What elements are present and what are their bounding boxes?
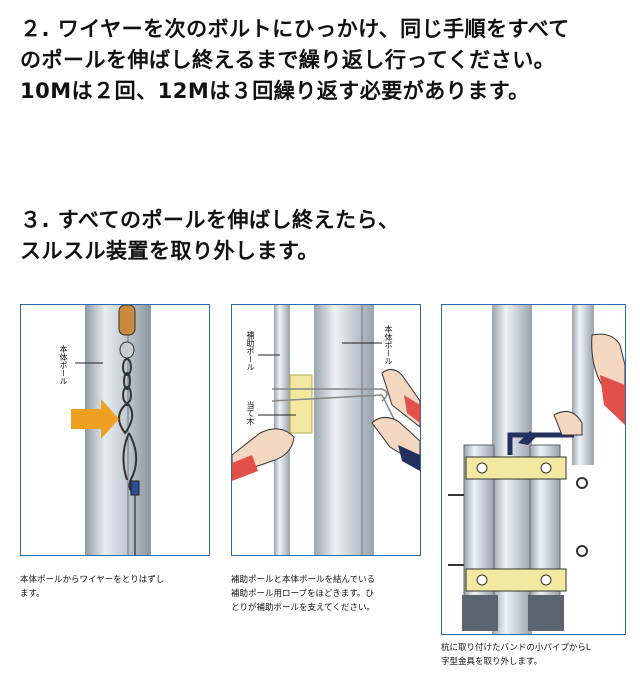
caption-remove-bracket: 杭に取り付けたバンドの小パイプからL 字型金具を取り外します。 [441,641,626,669]
aux-pole [572,305,594,465]
step-2-line-2: のポールを伸ばし終えるまで繰り返し行ってください。 [20,45,570,76]
caption-line: 補助ポールと本体ポールを結んでいる [231,573,421,587]
remove-bracket-drawing [442,305,625,634]
caption-remove-wire: 本体ポールからワイヤーをとりはずし ます。 [20,573,210,601]
label-main-pole: 本体ポール [384,325,393,365]
label-main-pole: 本体ポール [59,345,68,385]
stake-base-right [528,595,564,631]
step-3-line-1: ３. すべてのポールを伸ばし終えたら、 [20,205,399,236]
turnbuckle [119,305,135,335]
stake-base-left [462,595,498,631]
step-2-line-1: ２. ワイヤーを次のボルトにひっかけ、同じ手順をすべて [20,14,570,45]
label-aux-pole: 補助ポール [246,331,255,371]
step-3-line-2: スルスル装置を取り外します。 [20,236,399,267]
illustration-remove-bracket [441,304,626,635]
remove-wire-drawing [21,305,209,555]
caption-line: 字型金具を取り外します。 [441,655,626,669]
illustration-remove-wire: 本体ポール [20,304,210,556]
caption-line: とりが補助ポールを支えてください。 [231,601,421,615]
step-3-instructions: ３. すべてのポールを伸ばし終えたら、 スルスル装置を取り外します。 [20,205,399,267]
caption-line: 補助ポール用ロープをほどきます。ひ [231,587,421,601]
step-2-line-3: 10Mは２回、12Mは３回繰り返す必要があります。 [20,76,570,107]
pad-block [290,375,312,433]
illustration-untie-rope: 補助ポール 当て木 本体ポール [231,304,421,556]
caption-line: 本体ポールからワイヤーをとりはずし [20,573,210,587]
caption-line: ます。 [20,587,210,601]
main-pole [85,305,151,555]
caption-untie-rope: 補助ポールと本体ポールを結んでいる 補助ポール用ロープをほどきます。ひ とりが補… [231,573,421,615]
caption-line: 杭に取り付けたバンドの小パイプからL [441,641,626,655]
label-pad: 当て木 [246,401,255,425]
shackle [120,342,134,358]
step-2-instructions: ２. ワイヤーを次のボルトにひっかけ、同じ手順をすべて のポールを伸ばし終えるま… [20,14,570,107]
wire-clamp [131,481,139,495]
